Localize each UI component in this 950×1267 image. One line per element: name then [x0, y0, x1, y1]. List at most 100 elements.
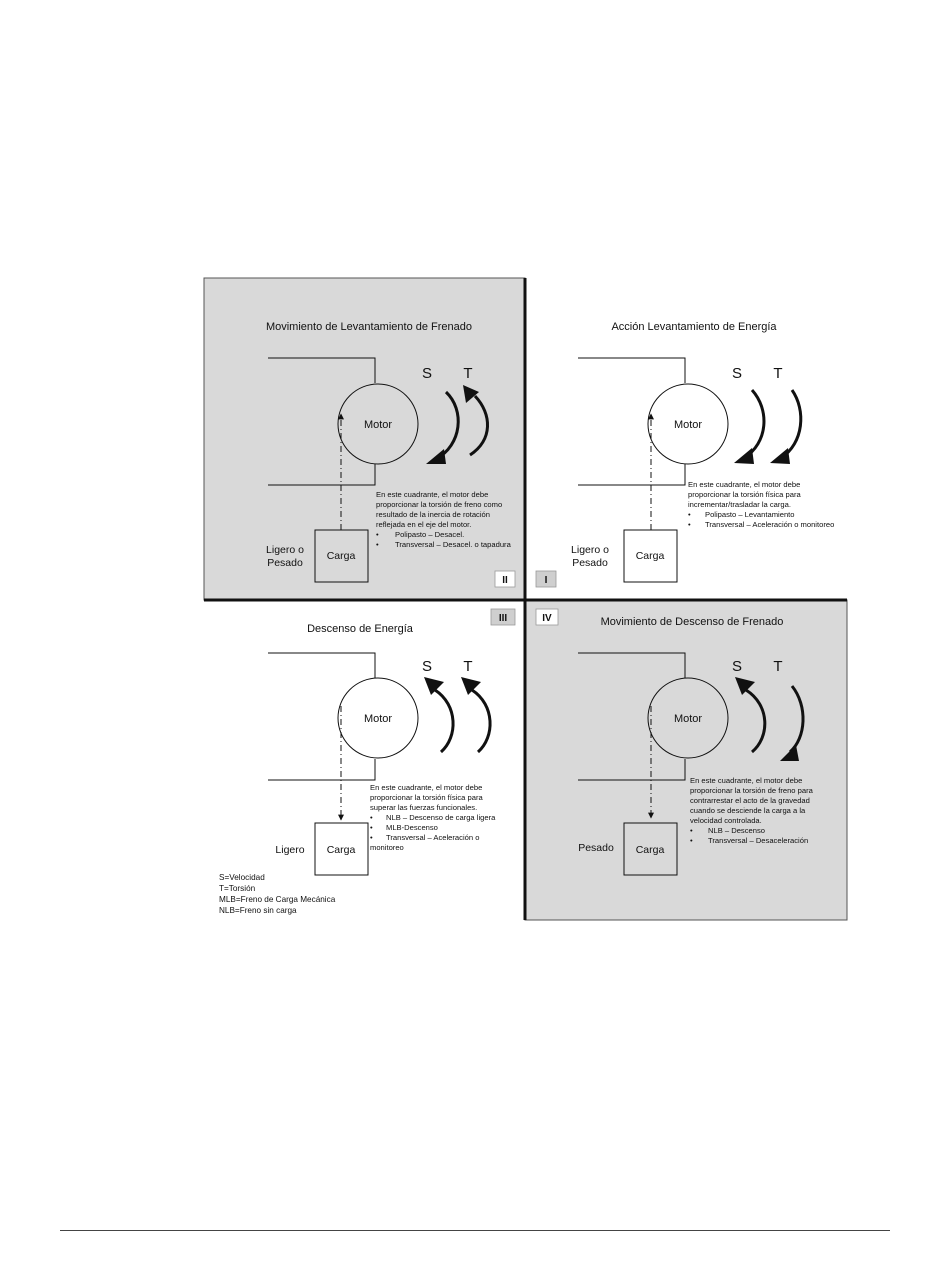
bullet-marker: •	[688, 510, 691, 519]
bullet-item: NLB – Descenso de carga ligera	[386, 813, 496, 822]
bullet-item: Transversal – Aceleración o	[386, 833, 479, 842]
quadrant-title: Movimiento de Descenso de Frenado	[601, 616, 784, 628]
description-line: reflejada en el eje del motor.	[376, 520, 471, 529]
legend-item: MLB=Freno de Carga Mecánica	[219, 895, 336, 904]
torque-letter: T	[463, 658, 472, 675]
load-box	[314, 529, 369, 583]
description-line: En este cuadrante, el motor debe	[688, 480, 800, 489]
bullet-item: Transversal – Aceleración o monitoreo	[705, 520, 834, 529]
bullet-item: Transversal – Desaceleración	[708, 836, 808, 845]
bullet-item: MLB-Descenso	[386, 823, 438, 832]
load-box	[623, 822, 678, 876]
description-line: En este cuadrante, el motor debe	[376, 490, 488, 499]
motor-label: Motor	[674, 419, 702, 431]
bullet-marker: •	[370, 833, 373, 842]
torque-arrow-head	[770, 448, 790, 464]
load-label: Carga	[636, 844, 665, 856]
quadrant-title: Movimiento de Levantamiento de Frenado	[266, 321, 472, 333]
speed-letter: S	[422, 365, 432, 382]
weight-label: Pesado	[578, 842, 614, 854]
quadrant-iii: III Descenso de Energía Motor S T Carga …	[268, 608, 516, 876]
description-line: velocidad controlada.	[690, 816, 762, 825]
speed-letter: S	[422, 658, 432, 675]
speed-arrow-head	[424, 677, 444, 695]
speed-letter: S	[732, 658, 742, 675]
motor-lead-lines	[578, 652, 686, 781]
description-line: contrarrestar el acto de la gravedad	[690, 796, 810, 805]
description-line: incrementar/trasladar la carga.	[688, 500, 791, 509]
load-label: Carga	[636, 550, 665, 562]
quadrant-badge: IV	[542, 613, 552, 624]
quadrant-badge: I	[545, 575, 548, 586]
bullet-item: Polipasto – Desacel.	[395, 530, 464, 539]
load-box	[314, 822, 369, 876]
bullet-marker: •	[376, 540, 379, 549]
bullet-item: Polipasto – Levantamiento	[705, 510, 795, 519]
quadrant-badge-box	[535, 570, 557, 588]
quadrant-badge: II	[502, 575, 508, 586]
legend: S=Velocidad T=Torsión MLB=Freno de Carga…	[219, 873, 336, 915]
quadrant-i: Acción Levantamiento de Energía Motor S …	[535, 321, 834, 588]
quadrant-badge-box	[494, 570, 516, 588]
speed-arrow	[434, 688, 455, 754]
description-line: proporcionar la torsión de freno para	[690, 786, 814, 795]
torque-arrow-head	[463, 385, 479, 403]
speed-letter: S	[732, 365, 742, 382]
bullet-continuation: monitoreo	[370, 843, 404, 852]
torque-letter: T	[773, 658, 782, 675]
motor-lead-lines	[268, 652, 376, 781]
speed-arrow-head	[734, 448, 754, 464]
description-line: En este cuadrante, el motor debe	[370, 783, 482, 792]
bullet-item: NLB – Descenso	[708, 826, 765, 835]
description-line: proporcionar la torsión de freno como	[376, 500, 502, 509]
quadrant-badge-box	[490, 608, 516, 626]
weight-label-line-2: Pesado	[572, 557, 608, 569]
torque-arrow	[471, 688, 492, 754]
quadrant-iii-background	[204, 600, 525, 920]
weight-label-line-2: Pesado	[267, 557, 303, 569]
weight-label-line-1: Ligero o	[266, 544, 304, 556]
load-box	[623, 529, 678, 583]
bullet-marker: •	[690, 836, 693, 845]
bullet-marker: •	[370, 823, 373, 832]
description-line: cuando se desciende la carga a la	[690, 806, 806, 815]
bullet-item: Transversal – Desacel. o tapadura	[395, 540, 512, 549]
motor-label: Motor	[674, 713, 702, 725]
quadrant-title: Descenso de Energía	[307, 623, 414, 635]
description-line: superar las fuerzas funcionales.	[370, 803, 477, 812]
description-line: En este cuadrante, el motor debe	[690, 776, 802, 785]
motor-lead-lines	[268, 357, 376, 486]
torque-letter: T	[773, 365, 782, 382]
quadrant-badge-box	[535, 608, 559, 626]
description-line: proporcionar la torsión física para	[688, 490, 801, 499]
motor-label: Motor	[364, 419, 392, 431]
torque-arrow	[469, 394, 489, 457]
weight-label: Ligero	[275, 844, 304, 856]
torque-arrow-head	[461, 677, 481, 695]
footer-rule	[60, 1230, 890, 1231]
quadrant-badge: III	[499, 613, 508, 624]
quadrant-ii-background	[203, 277, 526, 601]
speed-arrow-head	[426, 449, 446, 464]
weight-label-line-1: Ligero o	[571, 544, 609, 556]
speed-arrow-head	[735, 677, 755, 695]
motor-label: Motor	[364, 713, 392, 725]
torque-letter: T	[463, 365, 472, 382]
legend-item: T=Torsión	[219, 884, 256, 893]
motor-circle	[647, 677, 729, 759]
quadrant-ii: Movimiento de Levantamiento de Frenado M…	[266, 321, 516, 588]
description-line: proporcionar la torsión física para	[370, 793, 483, 802]
speed-arrow	[745, 688, 767, 754]
bullet-marker: •	[690, 826, 693, 835]
quadrant-iv: IV Movimiento de Descenso de Frenado Mot…	[535, 608, 814, 876]
bullet-marker: •	[688, 520, 691, 529]
description-line: resultado de la inercia de rotación	[376, 510, 490, 519]
motor-circle	[337, 677, 419, 759]
legend-item: S=Velocidad	[219, 873, 265, 882]
legend-item: NLB=Freno sin carga	[219, 906, 297, 915]
motor-circle	[647, 383, 729, 465]
bullet-marker: •	[370, 813, 373, 822]
torque-arrow-head	[780, 745, 799, 761]
load-label: Carga	[327, 844, 356, 856]
